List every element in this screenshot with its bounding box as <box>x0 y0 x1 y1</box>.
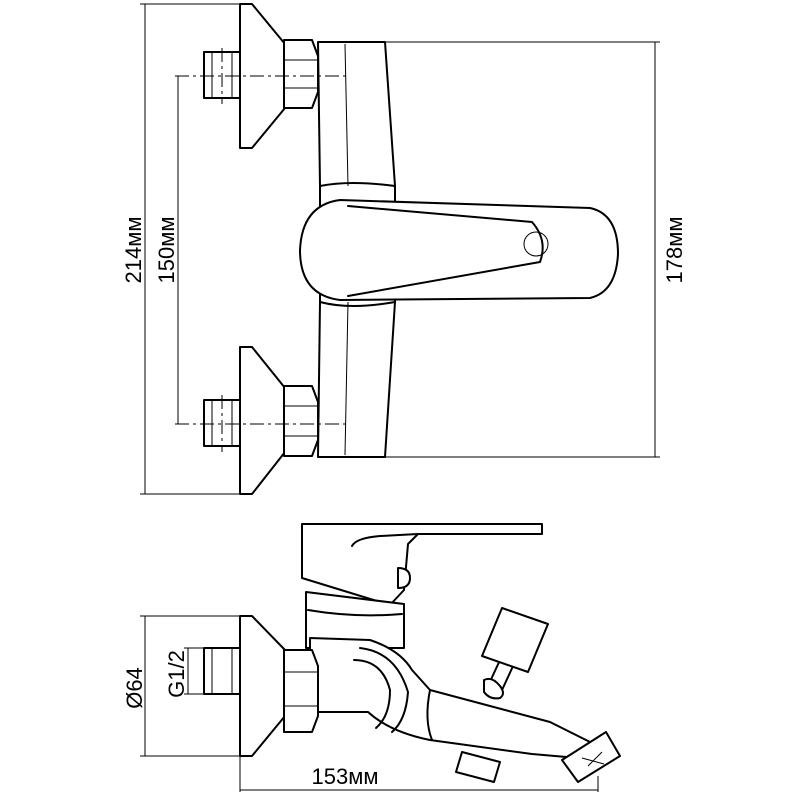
lower-connector <box>203 346 319 495</box>
lever-handle <box>299 199 619 301</box>
spout <box>309 637 591 759</box>
front-view <box>175 3 619 495</box>
dimension-lines-side <box>140 615 599 792</box>
dimension-lines-front <box>140 3 660 495</box>
diverter-knob <box>481 607 549 700</box>
dim-body-height: 178мм <box>662 217 687 284</box>
dim-projection: 153мм <box>312 764 379 789</box>
side-view <box>203 523 621 783</box>
dim-thread: G1/2 <box>164 650 189 698</box>
side-connector <box>203 615 319 757</box>
aerator <box>561 731 621 783</box>
dim-flange-diameter: Ø64 <box>122 667 147 709</box>
dim-total-height: 214мм <box>121 217 146 284</box>
bottom-outlet <box>455 751 501 783</box>
side-lever <box>301 523 543 606</box>
cartridge-housing <box>305 591 405 649</box>
dim-center-distance: 150мм <box>154 217 179 284</box>
